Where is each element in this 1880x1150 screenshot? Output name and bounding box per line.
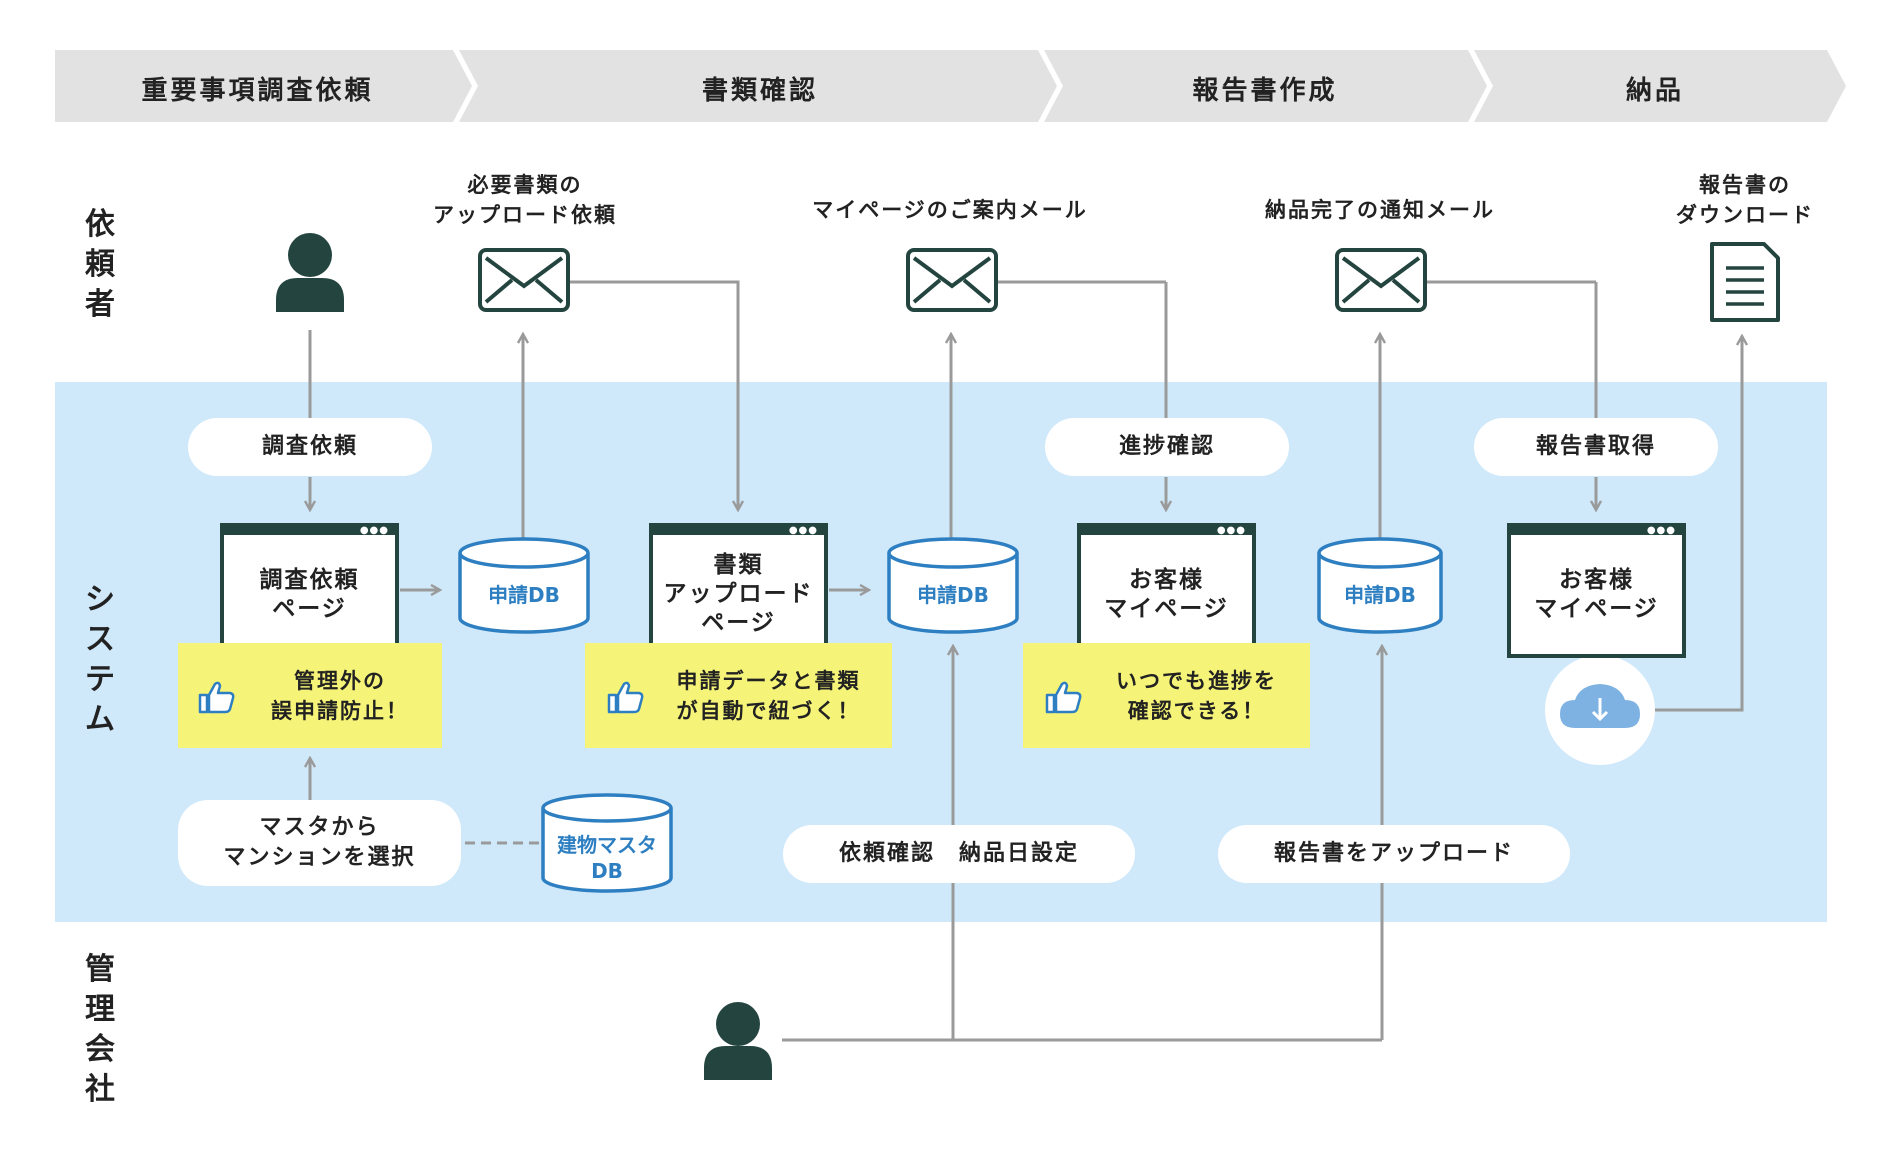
database-icon — [541, 793, 673, 893]
benefit-note: 管理外の 誤申請防止！ — [178, 643, 442, 748]
db-label: 申請DB — [917, 583, 989, 607]
customer-mypage: ●●● お客様 マイページ — [1507, 523, 1686, 658]
mail-icon — [906, 248, 998, 312]
window-dots-icon: ●●● — [788, 525, 818, 536]
database-icon — [887, 537, 1019, 634]
lane-system: シ ス テ ム — [85, 582, 115, 737]
window-dots-icon: ●●● — [1216, 525, 1246, 536]
note-text: いつでも進捗を 確認できる！ — [1116, 668, 1277, 723]
thumbs-up-icon — [198, 681, 235, 714]
window-titlebar: ●●● — [653, 525, 824, 536]
phase-survey-request: 重要事項調査依頼 — [141, 76, 374, 106]
mail-icon — [478, 248, 570, 312]
benefit-note: いつでも進捗を 確認できる！ — [1023, 643, 1310, 748]
lane-management: 管 理 会 社 — [85, 952, 115, 1107]
thumbs-up-icon — [1045, 681, 1082, 714]
phase-delivery: 納品 — [1625, 76, 1684, 106]
caption-mypage-mail: マイページのご案内メール — [812, 198, 1088, 222]
page-label: 書類 アップロード ページ — [663, 552, 814, 636]
page-label: お客様 マイページ — [1104, 566, 1229, 622]
document-upload-page: ●●● 書類 アップロード ページ — [649, 523, 828, 658]
window-dots-icon: ●●● — [359, 525, 389, 536]
caption-report-download: 報告書の ダウンロード — [1676, 173, 1814, 227]
database-icon — [458, 537, 590, 634]
connector-lines — [310, 280, 1742, 1042]
thumbs-up-icon — [607, 681, 644, 714]
note-text: 管理外の 誤申請防止！ — [271, 668, 409, 723]
page-label: 調査依頼 ページ — [259, 566, 360, 622]
mail-icon — [1335, 248, 1427, 312]
db-label: 申請DB — [488, 583, 560, 607]
phase-bar — [55, 50, 1846, 122]
window-titlebar: ●●● — [1511, 525, 1682, 536]
benefit-note: 申請データと書類 が自動で紐づく！ — [585, 643, 892, 748]
caption-upload-request: 必要書類の アップロード依頼 — [433, 173, 617, 227]
window-titlebar: ●●● — [1081, 525, 1252, 536]
person-icon — [704, 1002, 772, 1080]
lane-requester: 依 頼 者 — [85, 207, 115, 322]
survey-request-page: ●●● 調査依頼 ページ — [220, 523, 399, 658]
window-dots-icon: ●●● — [1646, 525, 1676, 536]
person-icon — [276, 233, 344, 312]
pill-select-master: マスタから マンションを選択 — [178, 800, 461, 886]
phase-document-check: 書類確認 — [701, 76, 818, 106]
phase-report-creation: 報告書作成 — [1192, 76, 1338, 106]
window-titlebar: ●●● — [224, 525, 395, 536]
pill-confirm-delivery: 依頼確認 納品日設定 — [783, 825, 1135, 883]
note-text: 申請データと書類 が自動で紐づく！ — [676, 668, 861, 723]
pill-survey-request: 調査依頼 — [188, 418, 432, 476]
caption-delivery-mail: 納品完了の通知メール — [1265, 198, 1495, 222]
page-label: お客様 マイページ — [1534, 566, 1659, 622]
pill-report-get: 報告書取得 — [1474, 418, 1718, 476]
pill-upload-report: 報告書をアップロード — [1218, 825, 1570, 883]
master-db-label: 建物マスタ DB — [557, 833, 657, 883]
customer-mypage: ●●● お客様 マイページ — [1077, 523, 1256, 658]
cloud-download-icon — [1545, 655, 1655, 765]
pill-progress-check: 進捗確認 — [1045, 418, 1289, 476]
database-icon — [1317, 537, 1443, 634]
document-icon — [1710, 242, 1780, 322]
db-label: 申請DB — [1344, 583, 1416, 607]
